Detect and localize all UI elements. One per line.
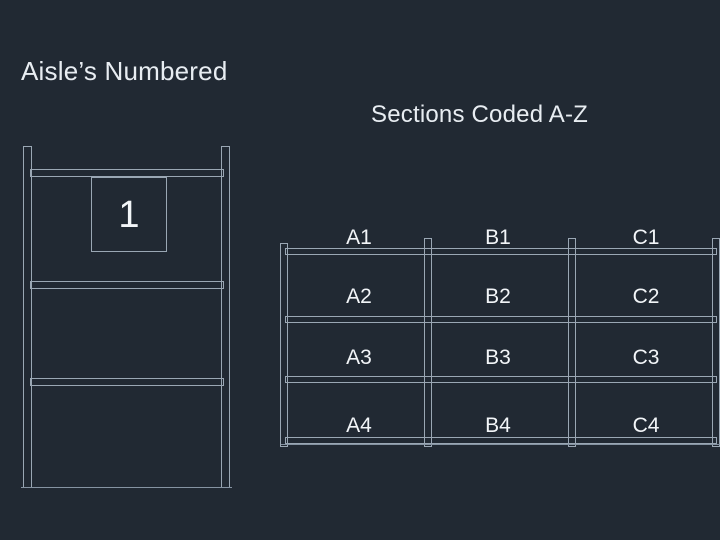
grid-upright-1 [280, 243, 288, 447]
aisle-number-sign: 1 [91, 177, 167, 252]
page-title-aisles: Aisle’s Numbered [21, 56, 228, 86]
rack-beam-level-3 [30, 378, 224, 386]
section-label-c3: C3 [632, 346, 660, 369]
aisle-number-label: 1 [118, 193, 140, 236]
grid-beam-top [285, 248, 717, 255]
aisle-rack-elevation: 1 [0, 0, 250, 540]
rack-beam-level-2 [30, 281, 224, 289]
section-label-c4: C4 [632, 414, 660, 437]
section-label-b4: B4 [485, 414, 511, 437]
page-title-sections: Sections Coded A-Z [371, 101, 589, 128]
grid-floor-line [281, 444, 720, 445]
grid-upright-2 [424, 238, 432, 447]
grid-beam-3 [285, 376, 717, 383]
rack-beam-level-1 [30, 169, 224, 177]
section-label-c2: C2 [632, 285, 660, 308]
grid-upright-4 [712, 238, 720, 447]
section-label-a3: A3 [346, 346, 372, 369]
rack-floor-line [21, 487, 232, 488]
section-label-a2: A2 [346, 285, 372, 308]
section-label-b1: B1 [485, 226, 511, 249]
section-label-b2: B2 [485, 285, 511, 308]
grid-beam-2 [285, 316, 717, 323]
section-label-c1: C1 [632, 226, 660, 249]
section-label-a4: A4 [346, 414, 372, 437]
grid-upright-3 [568, 238, 576, 447]
grid-beam-bottom [285, 437, 717, 444]
section-label-b3: B3 [485, 346, 511, 369]
section-label-a1: A1 [346, 226, 372, 249]
